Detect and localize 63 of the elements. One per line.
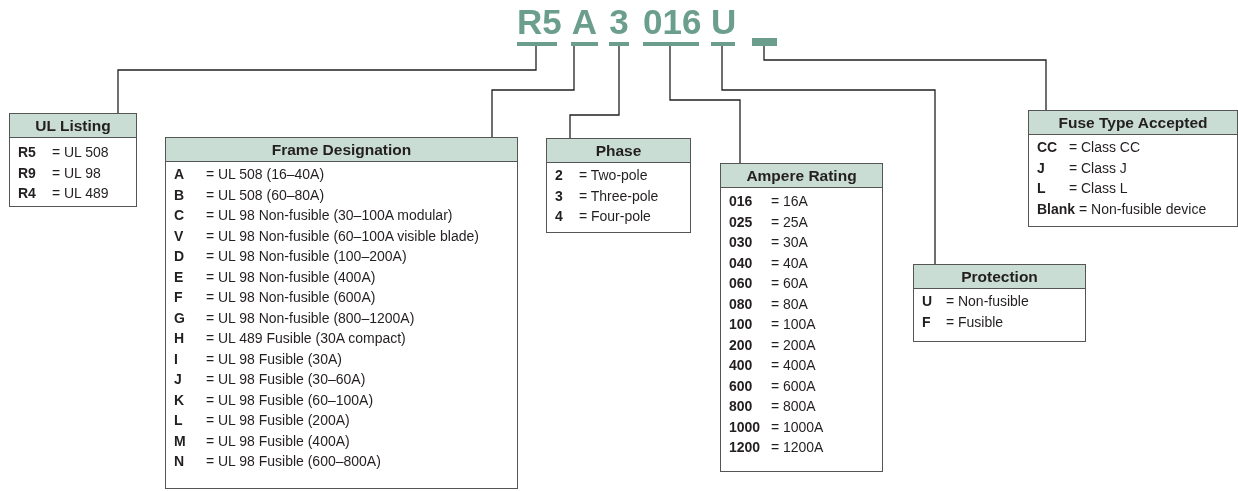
code-definition: 3 = Three-pole [554, 186, 659, 206]
code-definition: 080 = 80A [728, 294, 808, 314]
code-definition: J = Class J [1036, 158, 1127, 178]
table-header: Frame Designation [166, 138, 517, 162]
code-definition: K = UL 98 Fusible (60–100A) [173, 390, 374, 410]
code-definition: D = UL 98 Non-fusible (100–200A) [173, 247, 407, 266]
code-definition: H = UL 489 Fusible (30A compact) [173, 329, 406, 348]
code-segment: U [711, 4, 735, 46]
code-definition: L = UL 98 Fusible (200A) [173, 411, 350, 430]
code-definition: 600 = 600A [728, 376, 816, 396]
code-definition: B = UL 508 (60–80A) [173, 185, 325, 205]
legend-table [9, 113, 137, 207]
code-definition: V = UL 98 Non-fusible (60–100A visible blade) [173, 226, 479, 246]
code-definition: R9 = UL 98 [17, 163, 101, 183]
code-definition: A = UL 508 (16–40A) [173, 165, 325, 184]
code-definition: 200 = 200A [728, 335, 816, 355]
table-header: Fuse Type Accepted [1029, 111, 1237, 135]
legend-table [165, 137, 518, 489]
code-definition: 030 = 30A [728, 233, 808, 252]
table-header: Protection [914, 265, 1085, 289]
code-segment: 3 [609, 4, 629, 46]
code-definition: CC = Class CC [1036, 138, 1141, 157]
code-definition: 1000 = 1000A [728, 417, 824, 437]
code-definition: L = Class L [1036, 179, 1128, 198]
code-definition: M = UL 98 Fusible (400A) [173, 431, 350, 451]
code-definition: 2 = Two-pole [554, 166, 648, 185]
code-definition: 800 = 800A [728, 397, 816, 416]
table-header: Phase [547, 139, 690, 163]
code-definition: I = UL 98 Fusible (30A) [173, 349, 342, 369]
connector-line [117, 45, 537, 114]
code-definition: 060 = 60A [728, 274, 808, 293]
code-segment: A [571, 4, 598, 46]
code-definition: J = UL 98 Fusible (30–60A) [173, 370, 366, 389]
code-segment: 016 [643, 4, 699, 46]
connector-line [669, 45, 741, 164]
connector-line [721, 45, 936, 265]
table-header: UL Listing [10, 114, 136, 138]
code-definition: F = Fusible [921, 312, 1004, 332]
code-definition: E = UL 98 Non-fusible (400A) [173, 267, 376, 287]
code-definition: 016 = 16A [728, 192, 808, 211]
connector-line [763, 45, 1047, 111]
code-definition: C = UL 98 Non-fusible (30–100A modular) [173, 206, 453, 225]
code-definition: 4 = Four-pole [554, 207, 651, 226]
table-header: Ampere Rating [721, 164, 882, 188]
legend-table [913, 264, 1086, 342]
connector-line [491, 45, 575, 138]
legend-table [720, 163, 883, 472]
underline-bar [752, 38, 777, 46]
code-definition: G = UL 98 Non-fusible (800–1200A) [173, 308, 415, 328]
code-definition: 400 = 400A [728, 356, 816, 375]
legend-table [546, 138, 691, 233]
code-definition: 100 = 100A [728, 315, 816, 334]
code-definition: 040 = 40A [728, 253, 808, 273]
code-definition: 025 = 25A [728, 212, 808, 232]
code-definition: F = UL 98 Non-fusible (600A) [173, 288, 376, 307]
code-definition: R5 = UL 508 [17, 143, 109, 162]
legend-table [1028, 110, 1238, 227]
code-definition: 1200 = 1200A [728, 438, 824, 457]
connector-line [569, 45, 620, 139]
code-definition: N = UL 98 Fusible (600–800A) [173, 452, 381, 471]
code-definition: U = Non-fusible [921, 292, 1029, 311]
code-definition: Blank = Non-fusible device [1036, 199, 1207, 219]
code-definition: R4 = UL 489 [17, 184, 109, 203]
